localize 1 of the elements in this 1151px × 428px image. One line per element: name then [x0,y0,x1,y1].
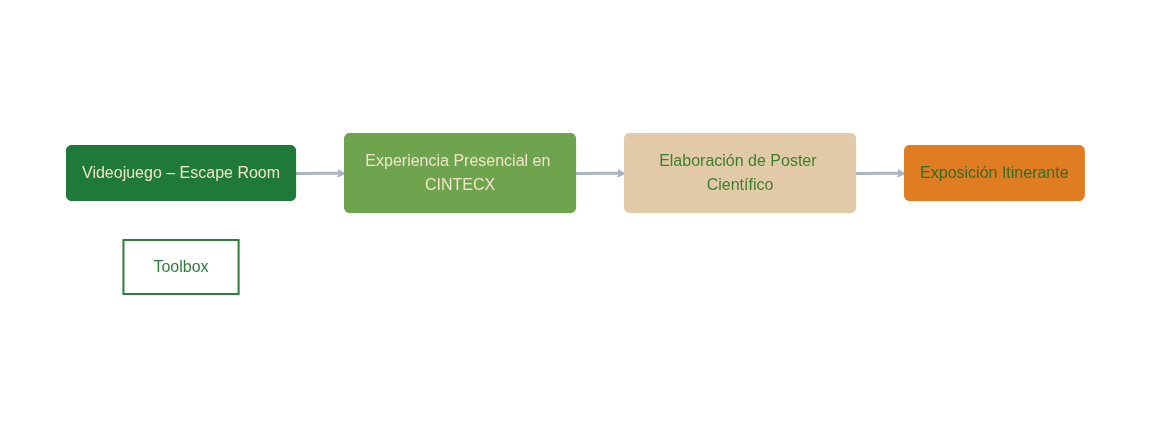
node-box: Toolbox [122,239,240,295]
